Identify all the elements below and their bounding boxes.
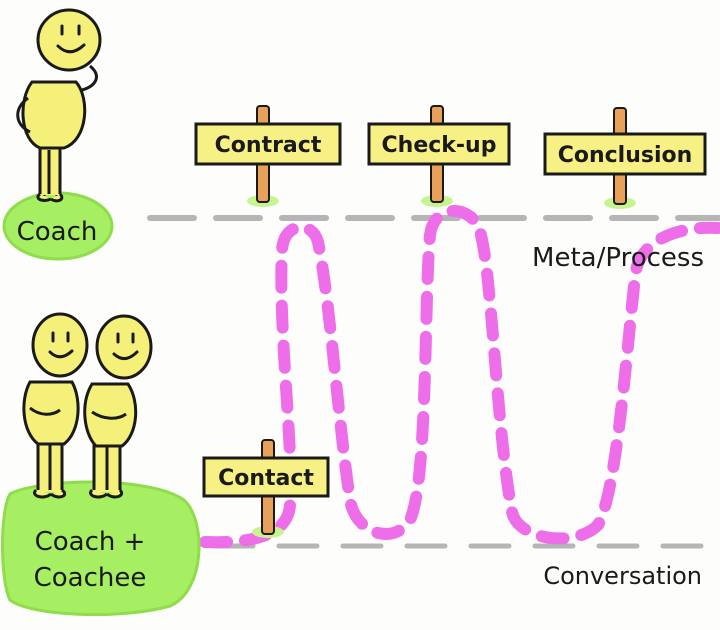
coach-coachee-label-line2: Coachee: [34, 563, 147, 593]
coach-coachee-label-line1: Coach +: [35, 527, 146, 557]
coach-coachee-figures: Coach + Coachee: [1, 312, 201, 617]
coach-figure: Coach: [2, 8, 114, 261]
signpost-checkup-label: Check-up: [382, 133, 497, 158]
coach-head: [36, 8, 102, 72]
signpost-checkup: Check-up: [367, 105, 511, 207]
process-path: [199, 205, 720, 549]
conversation-label: Conversation: [543, 562, 702, 590]
signpost-contract: Contract: [194, 105, 342, 207]
signpost-conclusion-label: Conclusion: [558, 143, 693, 168]
meta-process-label: Meta/Process: [532, 243, 704, 273]
coach-label: Coach: [17, 217, 98, 247]
coach-figure-pair-left: [22, 312, 89, 499]
coachee-figure: [83, 314, 153, 499]
signpost-contact-label: Contact: [218, 466, 314, 491]
signpost-contact: Contact: [202, 439, 330, 538]
signpost-contract-label: Contract: [215, 133, 322, 158]
signpost-conclusion: Conclusion: [543, 107, 707, 209]
